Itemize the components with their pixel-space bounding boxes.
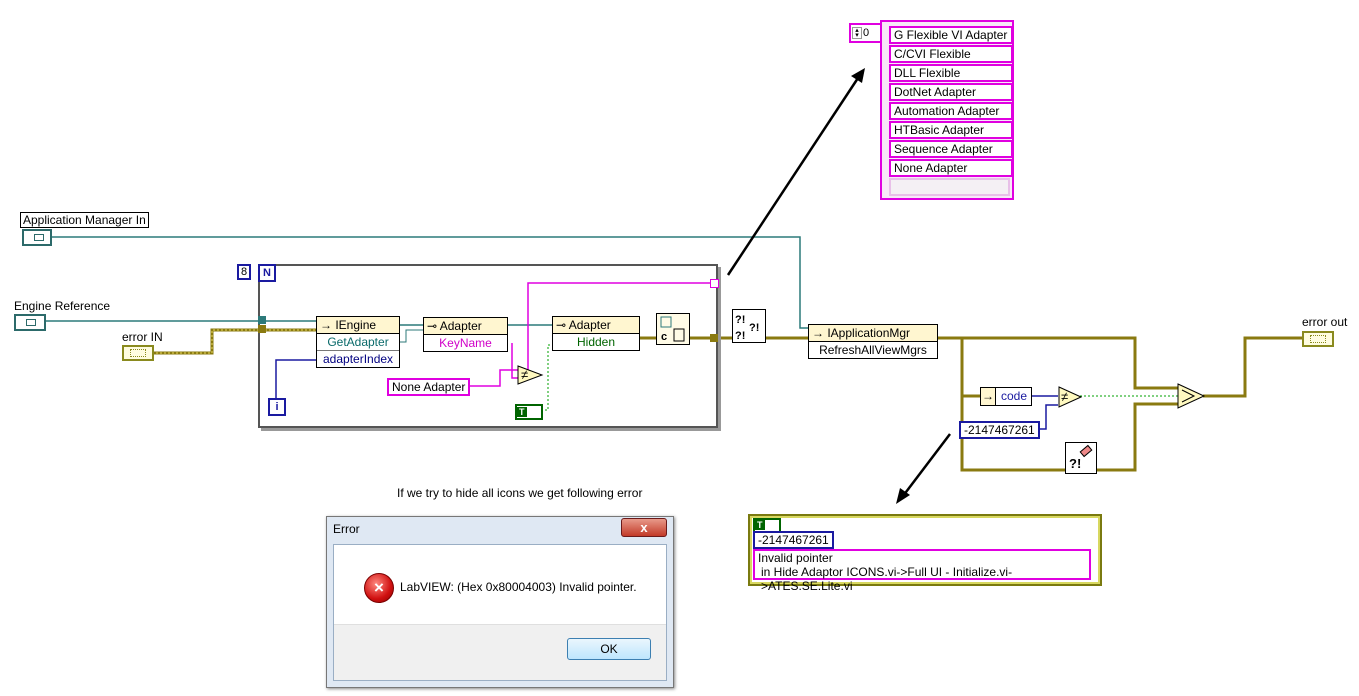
property-icon: ⊸ bbox=[427, 319, 438, 333]
array-element: Automation Adapter bbox=[889, 102, 1013, 120]
getadapter-method[interactable]: GetAdapter bbox=[317, 334, 399, 351]
unbundle-code-node[interactable]: → code bbox=[980, 387, 1032, 406]
array-element: G Flexible VI Adapter bbox=[889, 26, 1013, 44]
property-icon: ⊸ bbox=[556, 318, 567, 332]
code-indicator: -2147467261 bbox=[753, 531, 834, 549]
refnum-tunnel bbox=[258, 316, 266, 324]
error-icon: × bbox=[364, 573, 394, 603]
array-element: DotNet Adapter bbox=[889, 83, 1013, 101]
adapter-keyname-property-node[interactable]: ⊸ Adapter KeyName bbox=[423, 317, 508, 352]
svg-text:?!: ?! bbox=[749, 322, 759, 334]
array-element: None Adapter bbox=[889, 159, 1013, 177]
iengine-title: IEngine bbox=[335, 318, 377, 332]
iappmgr-title: IApplicationMgr bbox=[827, 326, 911, 340]
iengine-invoke-node[interactable]: → IEngine GetAdapter adapterIndex bbox=[316, 316, 400, 368]
engine-reference-label: Engine Reference bbox=[14, 299, 111, 313]
none-adapter-constant[interactable]: None Adapter bbox=[387, 378, 471, 396]
close-icon[interactable]: x bbox=[621, 518, 667, 537]
for-loop[interactable] bbox=[258, 264, 718, 428]
array-element: Sequence Adapter bbox=[889, 140, 1013, 158]
code-element: code bbox=[1001, 389, 1028, 403]
loop-count-constant[interactable]: 8 bbox=[237, 264, 252, 280]
array-element: DLL Flexible bbox=[889, 64, 1013, 82]
adapterindex-param[interactable]: adapterIndex bbox=[317, 351, 399, 367]
merge-error-icon[interactable]: ?!?!?! bbox=[732, 309, 766, 343]
adapter-hidden-property-node[interactable]: ⊸ Adapter Hidden bbox=[552, 316, 640, 351]
error-out-label: error out bbox=[1302, 315, 1348, 329]
error-out-terminal[interactable] bbox=[1302, 331, 1334, 347]
clear-errors-icon[interactable]: ?! bbox=[1065, 442, 1097, 474]
error-in-label: error IN bbox=[122, 330, 163, 344]
keyname-property[interactable]: KeyName bbox=[424, 335, 507, 351]
true-constant[interactable]: T bbox=[515, 404, 543, 420]
adapter2-title: Adapter bbox=[568, 318, 611, 332]
arrow-to-cluster bbox=[902, 433, 951, 497]
app-manager-in-terminal[interactable] bbox=[22, 229, 52, 246]
source-line-1: Invalid pointer bbox=[758, 551, 833, 565]
svg-text:?!: ?! bbox=[735, 330, 745, 342]
dialog-title: Error bbox=[333, 522, 360, 536]
dialog-message: LabVIEW: (Hex 0x80004003) Invalid pointe… bbox=[400, 580, 637, 594]
array-index-control[interactable]: ▴▾ 0 bbox=[849, 23, 883, 43]
select-icon[interactable] bbox=[1176, 382, 1206, 410]
arrow-icon: → bbox=[812, 326, 824, 340]
annotation-text: If we try to hide all icons we get follo… bbox=[397, 486, 643, 500]
error-tunnel-left bbox=[258, 325, 266, 333]
error-tunnel-right bbox=[710, 334, 718, 342]
ok-button[interactable]: OK bbox=[567, 638, 651, 660]
spinner-icon[interactable]: ▴▾ bbox=[852, 27, 862, 39]
app-manager-in-label: Application Manager In bbox=[20, 212, 149, 228]
loop-iteration-terminal: i bbox=[268, 398, 286, 416]
source-line-2: in Hide Adaptor ICONS.vi->Full UI - Init… bbox=[761, 565, 1013, 593]
error-cluster-indicator[interactable]: T -2147467261 Invalid pointer in Hide Ad… bbox=[748, 514, 1102, 593]
arrow-icon: → bbox=[320, 318, 332, 332]
error-dialog: Error x × LabVIEW: (Hex 0x80004003) Inva… bbox=[326, 516, 674, 688]
array-empty-element bbox=[889, 178, 1010, 196]
array-element: C/CVI Flexible bbox=[889, 45, 1013, 63]
arrow-icon: → bbox=[981, 388, 996, 405]
string-tunnel bbox=[710, 279, 719, 288]
hidden-property[interactable]: Hidden bbox=[553, 334, 639, 350]
error-in-terminal[interactable] bbox=[122, 345, 154, 361]
not-equal-icon[interactable]: ≠ bbox=[516, 364, 544, 386]
svg-text:?!: ?! bbox=[735, 314, 745, 326]
svg-text:?!: ?! bbox=[1069, 456, 1081, 471]
refreshallviewmgrs-method[interactable]: RefreshAllViewMgrs bbox=[809, 342, 937, 358]
dialog-body: × LabVIEW: (Hex 0x80004003) Invalid poin… bbox=[333, 544, 667, 681]
error-code-constant[interactable]: -2147467261 bbox=[959, 421, 1040, 439]
iapplicationmgr-invoke-node[interactable]: → IApplicationMgr RefreshAllViewMgrs bbox=[808, 324, 938, 359]
dialog-footer: OK bbox=[334, 624, 666, 680]
close-reference-icon[interactable]: c bbox=[656, 313, 690, 345]
array-element: HTBasic Adapter bbox=[889, 121, 1013, 139]
source-indicator: Invalid pointer in Hide Adaptor ICONS.vi… bbox=[753, 549, 1091, 593]
not-equal-icon-2[interactable]: ≠ bbox=[1058, 386, 1083, 408]
loop-count-terminal[interactable]: N bbox=[258, 264, 276, 282]
svg-text:c: c bbox=[661, 331, 667, 343]
adapter1-title: Adapter bbox=[439, 319, 482, 333]
engine-reference-terminal[interactable] bbox=[14, 314, 46, 331]
arrow-to-array bbox=[726, 77, 860, 276]
